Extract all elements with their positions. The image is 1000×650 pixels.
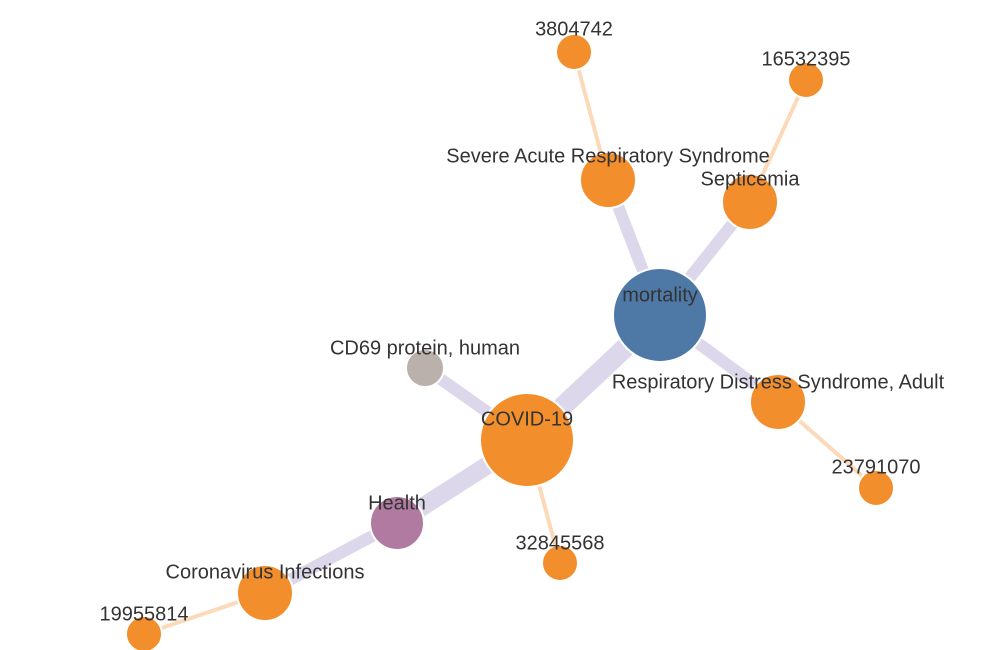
node-label-a16532395: 16532395	[762, 48, 851, 70]
node-circle-ards[interactable]	[749, 373, 807, 431]
node-circle-a3804742[interactable]	[555, 33, 593, 71]
node-circle-septicemia[interactable]	[721, 173, 779, 231]
node-circle-health[interactable]	[369, 495, 425, 551]
node-mortality[interactable]	[612, 267, 708, 363]
node-circle-a23791070[interactable]	[857, 469, 895, 507]
node-label-health: Health	[368, 492, 426, 514]
node-a32845568[interactable]	[541, 544, 579, 582]
node-coronavirus[interactable]	[236, 564, 294, 622]
node-label-mortality: mortality	[622, 284, 698, 306]
node-circle-covid[interactable]	[479, 392, 575, 488]
node-label-a32845568: 32845568	[516, 532, 605, 554]
node-circle-a16532395[interactable]	[787, 61, 825, 99]
node-a16532395[interactable]	[787, 61, 825, 99]
node-health[interactable]	[369, 495, 425, 551]
node-a23791070[interactable]	[857, 469, 895, 507]
node-circle-mortality[interactable]	[612, 267, 708, 363]
node-a19955814[interactable]	[125, 615, 163, 650]
node-label-coronavirus: Coronavirus Infections	[166, 561, 365, 583]
node-covid[interactable]	[479, 392, 575, 488]
node-layer	[125, 33, 895, 650]
node-label-a3804742: 3804742	[535, 18, 613, 40]
node-sars[interactable]	[579, 151, 637, 209]
node-label-cd69: CD69 protein, human	[330, 337, 520, 359]
node-label-covid: COVID-19	[481, 408, 573, 430]
node-label-sars: Severe Acute Respiratory Syndrome	[446, 145, 770, 167]
node-circle-a19955814[interactable]	[125, 615, 163, 650]
node-circle-coronavirus[interactable]	[236, 564, 294, 622]
node-circle-sars[interactable]	[579, 151, 637, 209]
node-a3804742[interactable]	[555, 33, 593, 71]
node-label-septicemia: Septicemia	[701, 168, 801, 190]
node-circle-a32845568[interactable]	[541, 544, 579, 582]
node-label-a19955814: 19955814	[100, 603, 189, 625]
node-label-ards: Respiratory Distress Syndrome, Adult	[612, 371, 945, 393]
node-circle-cd69[interactable]	[405, 348, 445, 388]
node-cd69[interactable]	[405, 348, 445, 388]
node-septicemia[interactable]	[721, 173, 779, 231]
node-label-a23791070: 23791070	[832, 456, 921, 478]
node-ards[interactable]	[749, 373, 807, 431]
